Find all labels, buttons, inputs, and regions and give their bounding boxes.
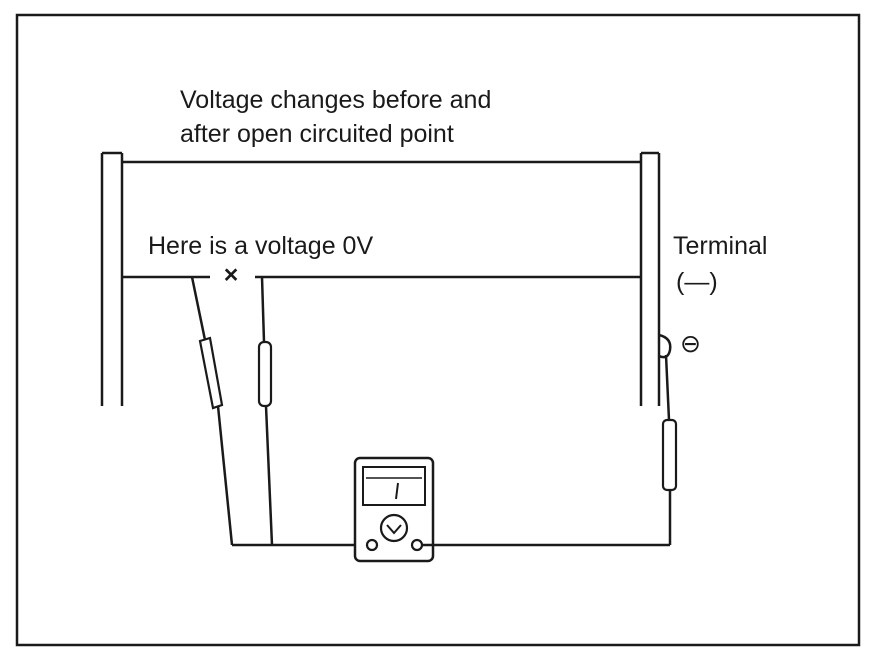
terminal-sign-label: (—) [676,268,718,296]
right-probe-lead [257,276,274,546]
zero-voltage-label: Here is a voltage 0V [148,232,373,260]
open-circuit-mark-icon: × [224,261,239,289]
right-probe-tip [257,340,273,408]
negative-terminal-icon: ⊖ [680,330,701,358]
voltage-change-label-line1: Voltage changes before and [180,86,491,114]
terminal-clip [658,333,672,359]
terminal-lead-upper [664,354,671,421]
terminal-label: Terminal [673,232,767,260]
voltage-change-label-line2: after open circuited point [180,120,454,148]
left-probe-tip [198,336,224,410]
left-probe-lead [190,276,234,546]
left-conductor [100,151,124,406]
diagram-frame [15,13,861,647]
terminal-probe-tip [661,418,678,492]
right-conductor [639,151,661,406]
voltmeter-icon [353,456,435,563]
